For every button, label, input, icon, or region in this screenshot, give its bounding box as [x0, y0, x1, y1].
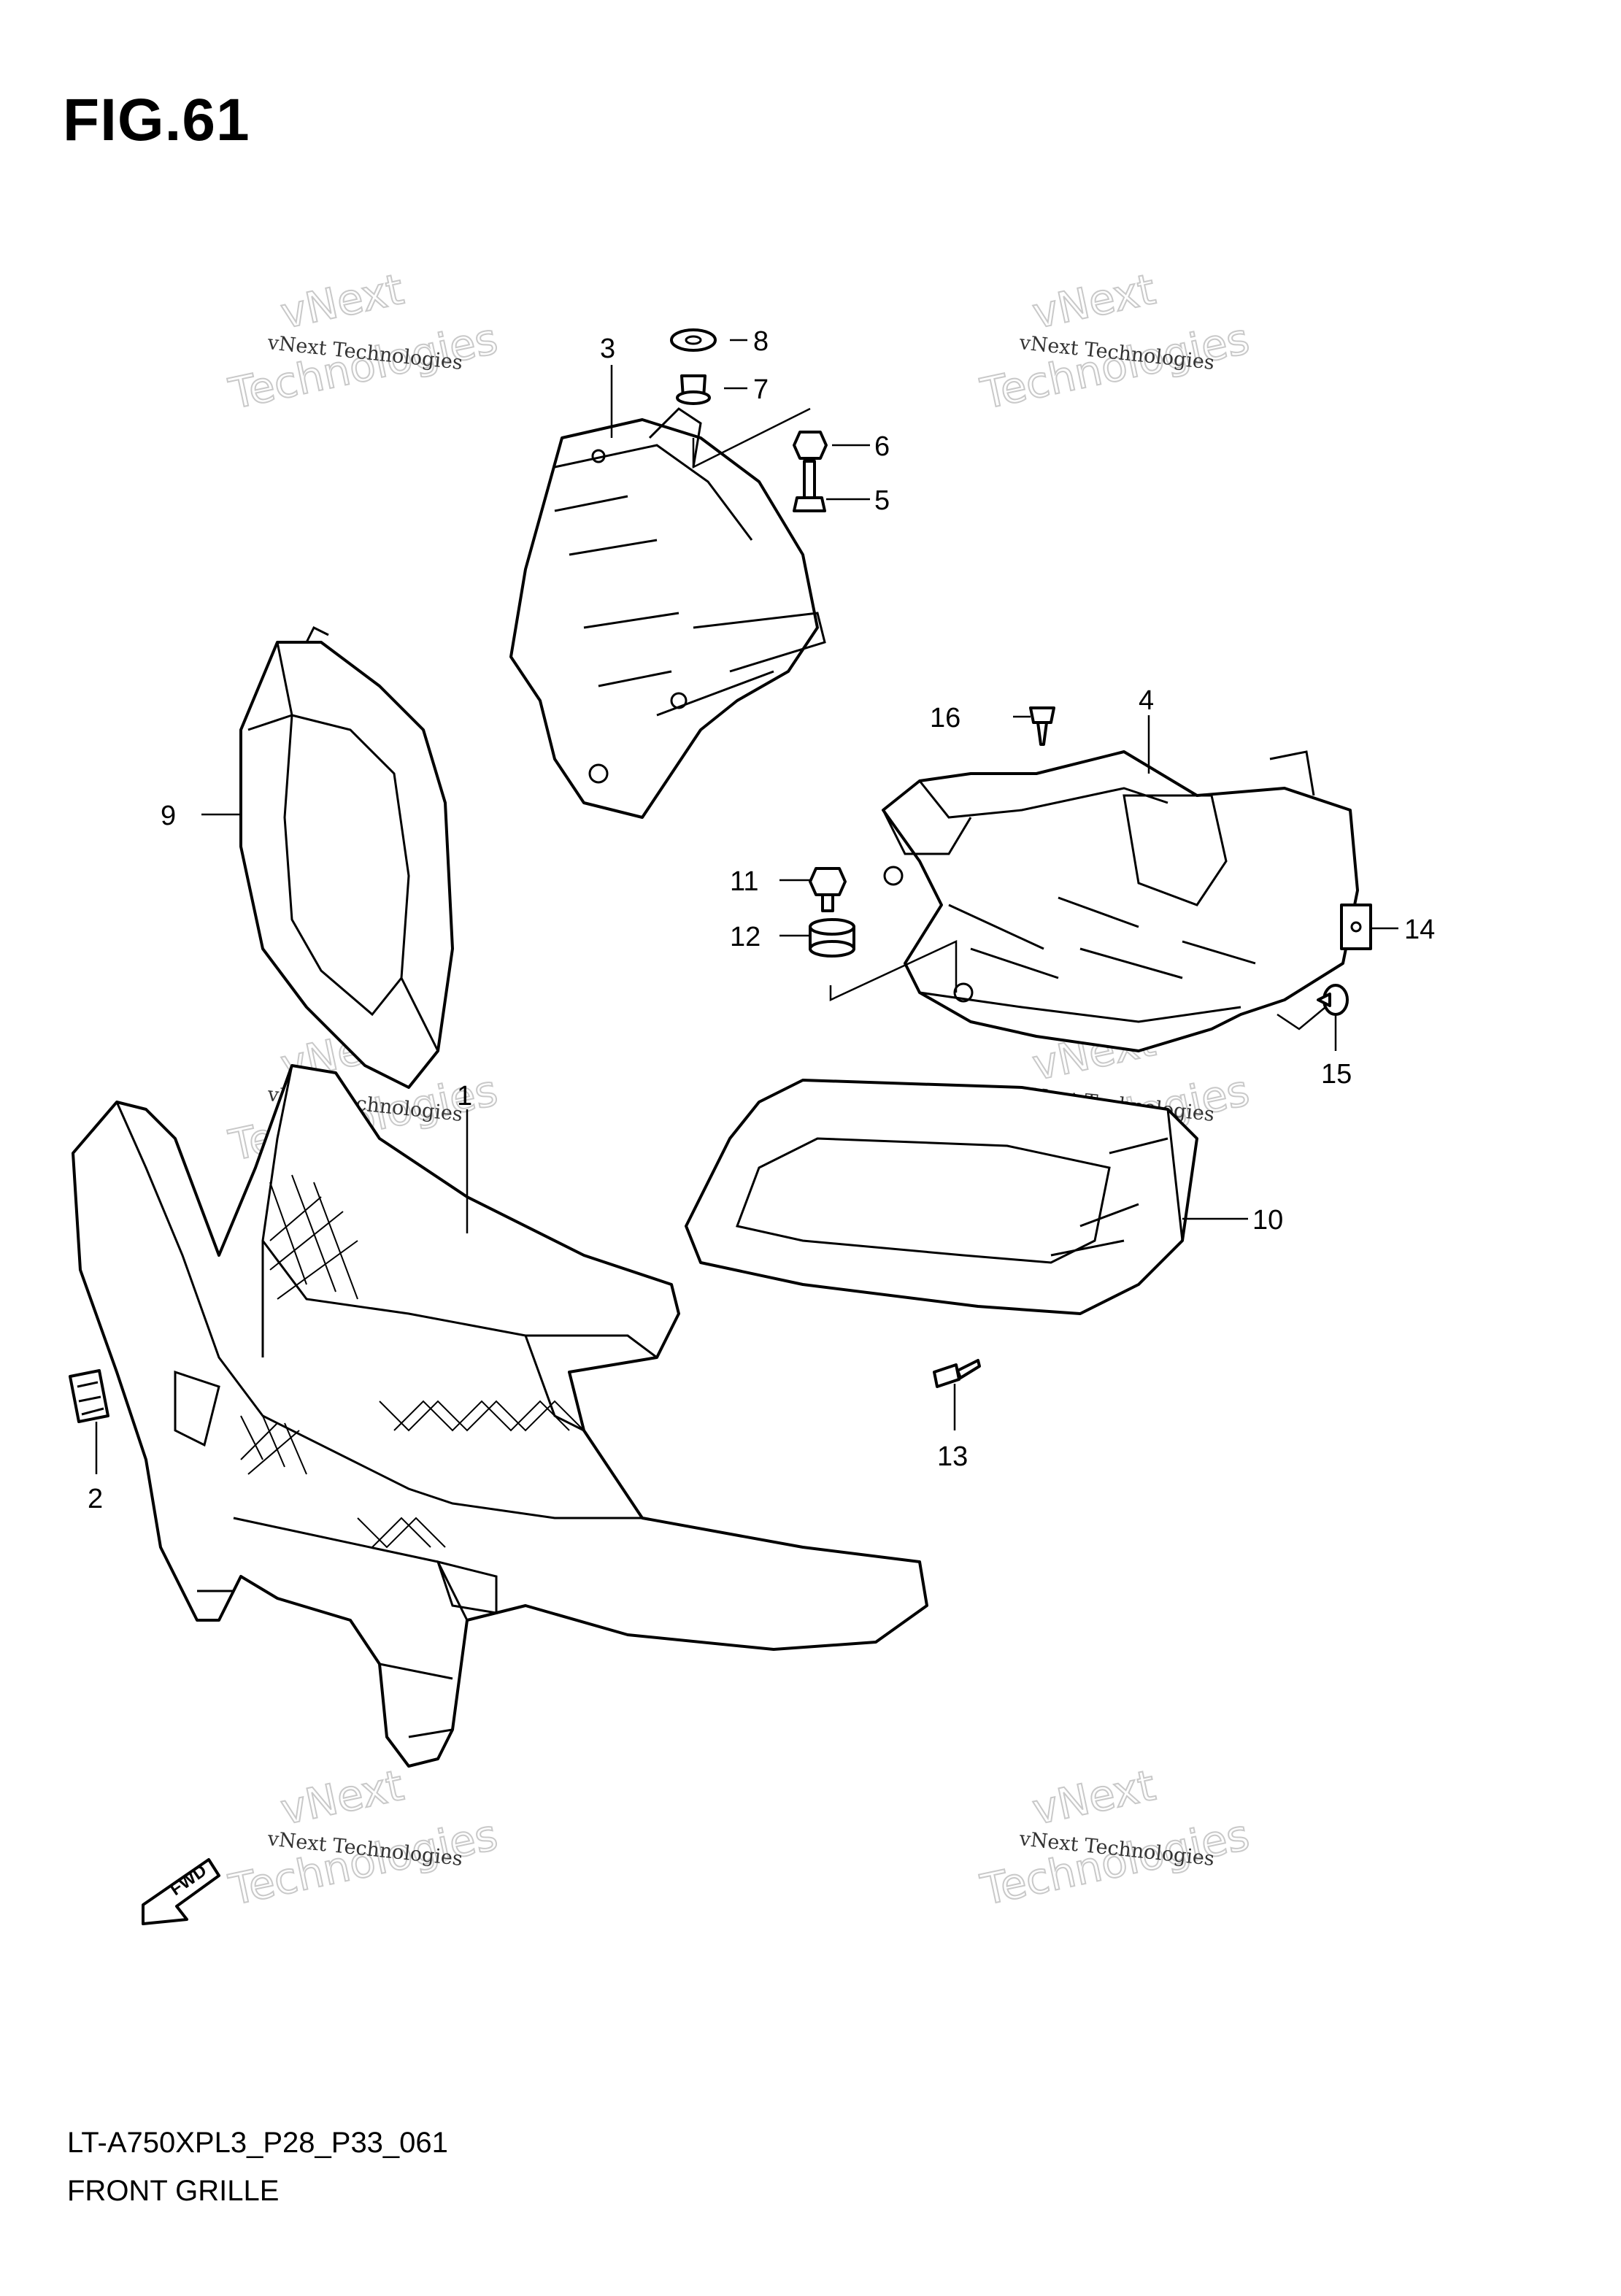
callout-8: 8 — [753, 326, 769, 357]
part-14-clip — [1340, 904, 1372, 950]
part-1-front-grille — [72, 1064, 928, 1768]
part-15-rivet — [1317, 984, 1349, 1016]
callout-15: 15 — [1321, 1059, 1352, 1090]
callout-labels: 3 8 7 6 5 4 16 11 12 14 15 9 10 13 1 2 — [88, 326, 1435, 1514]
callout-7: 7 — [753, 374, 769, 405]
part-3-housing — [509, 407, 826, 819]
callout-14: 14 — [1404, 914, 1435, 945]
callout-6: 6 — [874, 431, 890, 462]
leader-grommet-group — [829, 940, 958, 1001]
part-5-bolt — [793, 460, 826, 512]
callout-1: 1 — [457, 1081, 472, 1112]
callout-16: 16 — [930, 703, 960, 733]
leader-fastener-group — [692, 407, 811, 469]
watermark-bottom-left: vNext Technologies vNext Technologies — [224, 1760, 503, 1916]
callout-3: 3 — [600, 334, 615, 364]
fwd-direction-icon: FWD — [142, 1858, 220, 1925]
callout-10: 10 — [1252, 1205, 1283, 1236]
callout-9: 9 — [161, 801, 176, 831]
part-7-collar — [676, 374, 711, 405]
part-6-nut — [793, 431, 828, 460]
callout-4: 4 — [1139, 685, 1154, 716]
watermark-bottom-right: vNext Technologies vNext Technologies — [976, 1760, 1255, 1916]
watermark-top-right: vNext Technologies vNext Technologies — [976, 263, 1255, 420]
watermark-brand: vNext — [277, 264, 408, 339]
part-9-left-bezel — [239, 625, 454, 1089]
callout-2: 2 — [88, 1484, 103, 1514]
watermark-top-left: vNext Technologies vNext Technologies — [224, 263, 503, 420]
part-4-bracket — [882, 750, 1359, 1052]
leader-rivet-group — [1277, 1006, 1326, 1030]
part-12-grommet — [809, 918, 855, 958]
part-2-emblem — [69, 1369, 109, 1423]
watermark-brand: vNext — [277, 1760, 408, 1835]
part-13-screw — [933, 1359, 981, 1388]
leader-lines — [95, 339, 1398, 1474]
watermark-brand: vNext — [1028, 264, 1160, 339]
callout-12: 12 — [730, 922, 761, 952]
callout-11: 11 — [730, 866, 758, 897]
part-11-bolt — [809, 867, 847, 912]
diagram-name: FRONT GRILLE — [67, 2175, 280, 2207]
part-8-grommet — [670, 328, 717, 352]
figure-title: FIG.61 — [63, 87, 250, 153]
part-16-screw — [1029, 706, 1055, 746]
callout-5: 5 — [874, 485, 890, 516]
diagram-code: LT-A750XPL3_P28_P33_061 — [67, 2127, 448, 2159]
callout-13: 13 — [937, 1441, 968, 1472]
part-10-right-bezel — [685, 1079, 1198, 1315]
watermark-brand: vNext — [1028, 1760, 1160, 1835]
